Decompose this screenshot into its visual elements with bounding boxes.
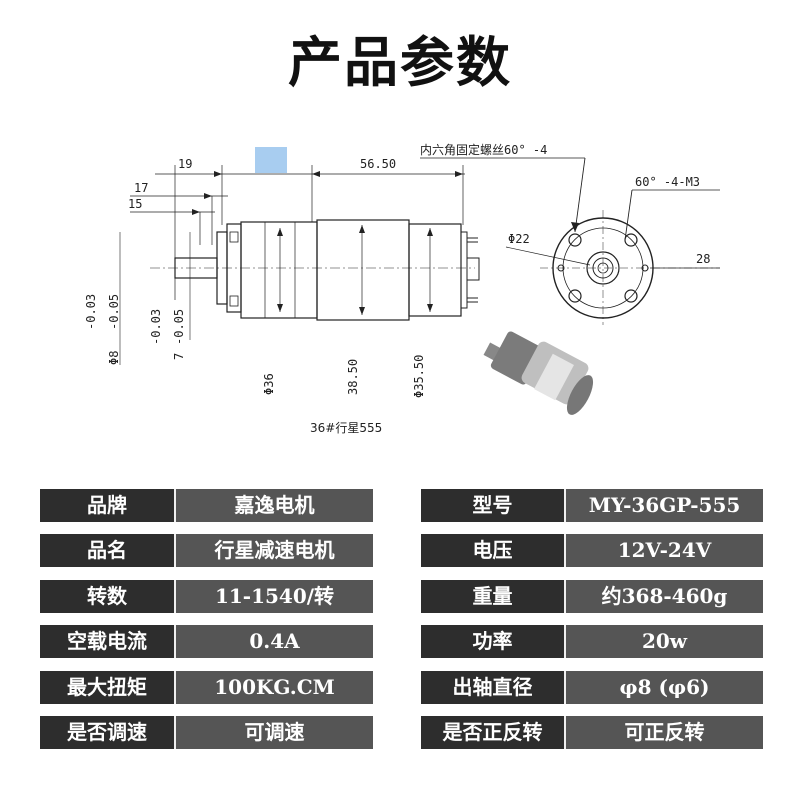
spec-value: 嘉逸电机 <box>174 489 373 522</box>
dim-17: 17 <box>134 181 148 195</box>
spec-value: 0.4A <box>174 625 373 658</box>
dim-28: 28 <box>696 252 710 266</box>
spec-row-left: 是否调速可调速 <box>40 716 373 749</box>
dimension-drawing: 19 56.50 17 15 内六角固定螺丝60° -4 60° -4-M3 Φ… <box>84 142 720 435</box>
spec-value: 100KG.CM <box>174 671 373 704</box>
spec-label: 功率 <box>421 625 564 658</box>
spec-value: 可调速 <box>174 716 373 749</box>
spec-value: 可正反转 <box>564 716 763 749</box>
highlight-box <box>255 147 287 173</box>
model-caption: 36#行星555 <box>310 421 382 435</box>
spec-value: 20w <box>564 625 763 658</box>
dim-38-50: 38.50 <box>346 359 360 395</box>
dim-15: 15 <box>128 197 142 211</box>
tol-a-lower: -0.05 <box>107 294 121 330</box>
spec-label: 型号 <box>421 489 564 522</box>
spec-row-left: 品牌嘉逸电机 <box>40 489 373 522</box>
spec-label: 最大扭矩 <box>40 671 174 704</box>
spec-row-left: 品名行星减速电机 <box>40 534 373 567</box>
spec-value: 约368-460g <box>564 580 763 613</box>
tol-b-upper: -0.03 <box>149 309 163 345</box>
spec-label: 是否调速 <box>40 716 174 749</box>
spec-label: 空载电流 <box>40 625 174 658</box>
spec-value: 行星减速电机 <box>174 534 373 567</box>
spec-label: 转数 <box>40 580 174 613</box>
tol-b-lower: -0.05 <box>172 309 186 345</box>
spec-value: 12V-24V <box>564 534 763 567</box>
spec-label: 重量 <box>421 580 564 613</box>
spec-value: 11-1540/转 <box>174 580 373 613</box>
dia-36: Φ36 <box>262 373 276 395</box>
spec-value: φ8 (φ6) <box>564 671 763 704</box>
dia-22: Φ22 <box>508 232 530 246</box>
thread-note: 60° -4-M3 <box>635 175 700 189</box>
dim-19: 19 <box>178 157 192 171</box>
shaft-dia: Φ8 <box>107 351 121 365</box>
spec-label: 是否正反转 <box>421 716 564 749</box>
spec-label: 品牌 <box>40 489 174 522</box>
dia-35-50: Φ35.50 <box>412 355 426 398</box>
spec-value: MY-36GP-555 <box>564 489 763 522</box>
page-title: 产品参数 <box>288 31 512 94</box>
dim-7: 7 <box>172 353 186 360</box>
spec-row-right: 重量约368-460g <box>421 580 763 613</box>
dim-56-50: 56.50 <box>360 157 396 171</box>
hex-screw-note: 内六角固定螺丝60° -4 <box>420 142 547 157</box>
spec-label: 出轴直径 <box>421 671 564 704</box>
motor-photo <box>483 331 594 415</box>
spec-label: 品名 <box>40 534 174 567</box>
spec-row-right: 是否正反转可正反转 <box>421 716 763 749</box>
tol-a-upper: -0.03 <box>84 294 98 330</box>
spec-label: 电压 <box>421 534 564 567</box>
